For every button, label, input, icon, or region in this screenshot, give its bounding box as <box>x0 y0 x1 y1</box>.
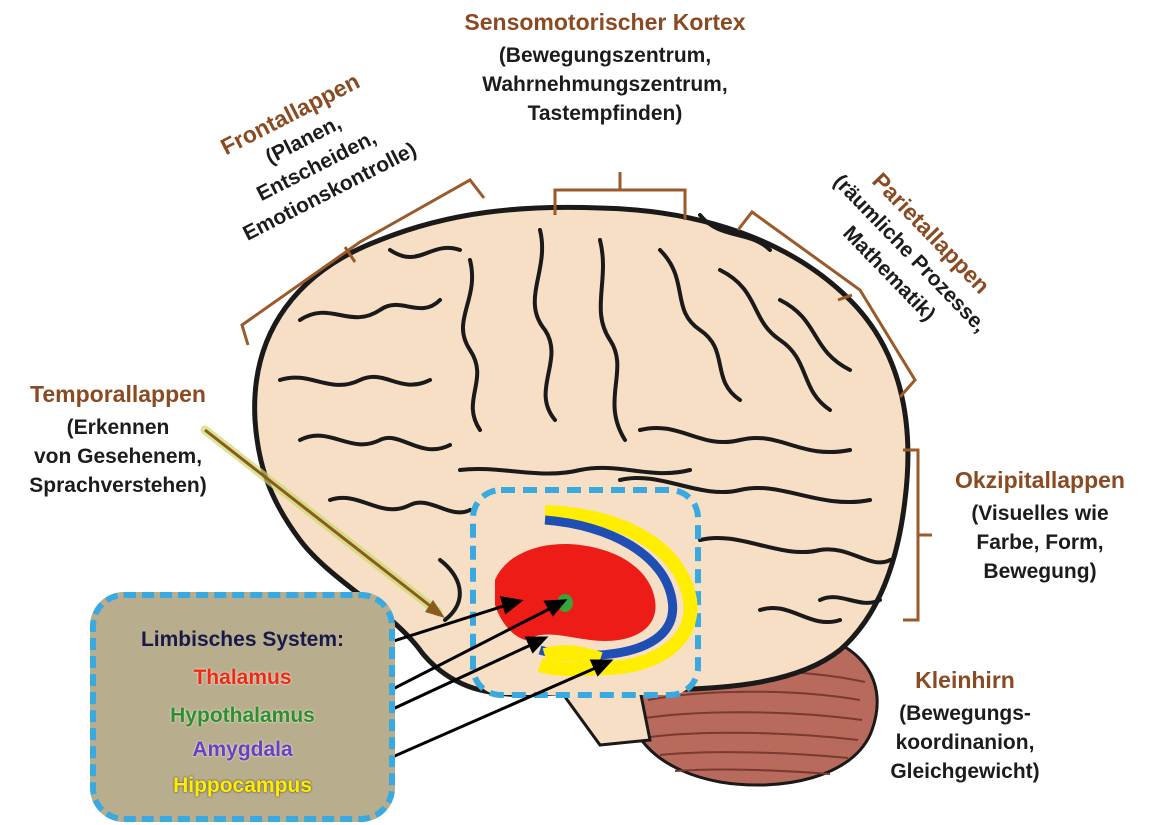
cerebellum-line1: (Bewegungs- <box>860 699 1070 728</box>
label-cerebellum: Kleinhirn (Bewegungs- koordinanion, Glei… <box>860 666 1070 786</box>
label-occipital: Okzipitallappen (Visuelles wie Farbe, Fo… <box>935 466 1145 586</box>
hippocampus-tail <box>545 653 600 660</box>
label-temporal: Temporallappen (Erkennen von Gesehenem, … <box>2 380 234 500</box>
sensomotor-title: Sensomotorischer Kortex <box>445 8 765 37</box>
limbic-item-hypothalamus: Hypothalamus <box>96 704 389 728</box>
brain-stem <box>560 690 650 745</box>
limbic-inset <box>473 490 698 695</box>
temporal-line1: (Erkennen <box>2 413 234 442</box>
occipital-title: Okzipitallappen <box>935 466 1145 495</box>
sensomotor-line2: Wahrnehmungszentrum, <box>445 70 765 99</box>
label-sensomotor: Sensomotorischer Kortex (Bewegungszentru… <box>445 8 765 128</box>
cerebellum-line2: koordinanion, <box>860 728 1070 757</box>
temporal-line2: von Gesehenem, <box>2 442 234 471</box>
cerebellum-line3: Gleichgewicht) <box>860 757 1070 786</box>
occipital-line2: Farbe, Form, <box>935 528 1145 557</box>
limbic-item-hippocampus: Hippocampus <box>96 774 389 798</box>
occipital-line1: (Visuelles wie <box>935 499 1145 528</box>
sensomotor-line1: (Bewegungszentrum, <box>445 41 765 70</box>
temporal-line3: Sprachverstehen) <box>2 471 234 500</box>
limbic-legend-box: Limbisches System: Thalamus Hypothalamus… <box>90 592 395 822</box>
cerebellum-title: Kleinhirn <box>860 666 1070 695</box>
occipital-line3: Bewegung) <box>935 557 1145 586</box>
limbic-item-thalamus: Thalamus <box>96 666 389 690</box>
limbic-item-amygdala: Amygdala <box>96 738 389 762</box>
limbic-heading: Limbisches System: <box>96 628 389 652</box>
sensomotor-line3: Tastempfinden) <box>445 99 765 128</box>
temporal-title: Temporallappen <box>2 380 234 409</box>
